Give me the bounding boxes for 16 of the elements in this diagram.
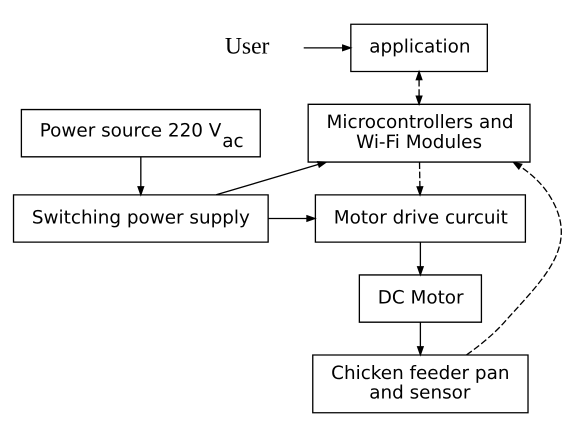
arrow — [268, 214, 317, 222]
node-box: Chicken feeder pan and sensor — [312, 354, 529, 413]
node-box: application — [350, 23, 488, 72]
node-box: Microcontrollers and Wi-Fi Modules — [308, 103, 531, 162]
arrow — [415, 69, 423, 106]
node-box: Motor drive curcuit — [314, 194, 526, 242]
node-box: Switching power supply — [12, 194, 269, 242]
arrow — [304, 44, 353, 52]
arrow — [416, 162, 424, 196]
node-text: User — [224, 33, 270, 60]
arrow — [137, 156, 145, 196]
arrow — [216, 160, 328, 195]
node-box: DC Motor — [358, 274, 482, 322]
arrow — [416, 242, 424, 276]
arrow — [416, 322, 424, 356]
arrow — [466, 160, 562, 355]
